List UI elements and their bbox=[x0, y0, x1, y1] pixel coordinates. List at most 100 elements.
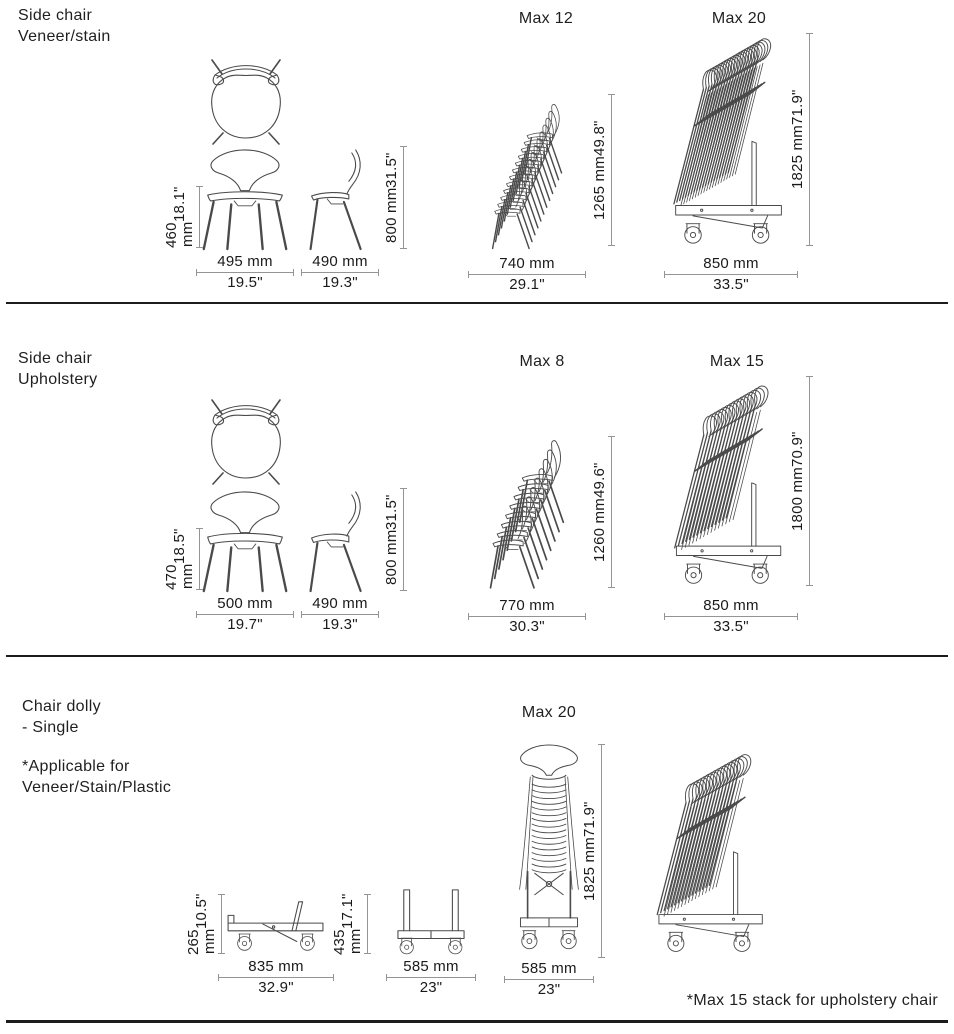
dim-mm: 850 mm bbox=[703, 255, 759, 272]
dim-mm: 1265 mm bbox=[591, 155, 608, 220]
dim-line bbox=[468, 613, 586, 620]
dim-mm: 800 mm bbox=[383, 187, 400, 243]
dim-line bbox=[806, 376, 813, 586]
chair-front-view-drawing bbox=[202, 491, 288, 593]
dim-mm: 490 mm bbox=[312, 253, 368, 270]
dim-dolly-width: 850 mm 33.5" bbox=[664, 255, 798, 293]
dim-line bbox=[468, 271, 586, 278]
dim-in: 32.9" bbox=[258, 979, 294, 996]
dim-line bbox=[608, 94, 615, 246]
dim-stack-front-height: 1825 mm 71.9" bbox=[581, 744, 605, 958]
dim-mm: 435 mm bbox=[331, 928, 364, 955]
dim-in: 19.7" bbox=[227, 616, 263, 633]
section-note-line1: *Applicable for bbox=[22, 758, 130, 775]
dim-in: 49.6" bbox=[591, 462, 608, 498]
bottom-rule bbox=[6, 1020, 948, 1023]
dim-dolly-height: 1825 mm 71.9" bbox=[789, 33, 813, 246]
dim-mm: 585 mm bbox=[403, 958, 459, 975]
dim-in: 23" bbox=[537, 981, 561, 998]
dim-in: 31.5" bbox=[383, 152, 400, 188]
dim-seat-height: 470 mm 18.5" bbox=[163, 528, 203, 590]
dim-mm: 460 mm bbox=[163, 221, 196, 248]
chair-top-view-drawing bbox=[211, 59, 281, 145]
chair-front-view-drawing bbox=[202, 149, 288, 251]
dim-mm: 1825 mm bbox=[789, 125, 806, 190]
section-note: *Applicable for Veneer/Stain/Plastic bbox=[22, 756, 171, 798]
dim-mm: 850 mm bbox=[703, 597, 759, 614]
dim-in: 30.3" bbox=[509, 618, 545, 635]
dolly-side-view-drawing bbox=[227, 901, 324, 951]
dim-mm: 770 mm bbox=[499, 597, 555, 614]
dim-in: 31.5" bbox=[383, 494, 400, 530]
dim-dolly-width: 850 mm 33.5" bbox=[664, 597, 798, 635]
dim-mm: 585 mm bbox=[521, 960, 577, 977]
stack-max-label: Max 12 bbox=[518, 10, 574, 27]
dim-line bbox=[664, 271, 798, 278]
dim-line bbox=[400, 146, 407, 249]
section-title: Side chair Upholstery bbox=[18, 348, 97, 390]
dim-line bbox=[608, 436, 615, 588]
dim-stack-front-width: 585 mm 23" bbox=[504, 960, 594, 998]
dim-in: 19.5" bbox=[227, 274, 263, 291]
dim-mm: 470 mm bbox=[163, 563, 196, 590]
section-title-line2: Upholstery bbox=[18, 371, 98, 388]
dim-stack-height: 1265 mm 49.8" bbox=[591, 94, 615, 246]
chair-top-view-drawing bbox=[211, 399, 281, 485]
dim-in: 71.9" bbox=[789, 89, 806, 126]
dim-in: 29.1" bbox=[509, 276, 545, 293]
dim-dolly-side-height: 265 mm 10.5" bbox=[185, 893, 225, 955]
section-title-line2: - Single bbox=[22, 719, 79, 736]
dim-dolly-front-height: 435 mm 17.1" bbox=[331, 893, 371, 955]
dim-mm: 1825 mm bbox=[581, 836, 598, 901]
dim-mm: 1260 mm bbox=[591, 497, 608, 562]
dim-stack-height: 1260 mm 49.6" bbox=[591, 436, 615, 588]
dim-mm: 800 mm bbox=[383, 529, 400, 585]
dim-line bbox=[386, 974, 476, 981]
dim-in: 70.9" bbox=[789, 431, 806, 467]
dim-dolly-height: 1800 mm 70.9" bbox=[789, 376, 813, 586]
section-title: Chair dolly - Single bbox=[22, 696, 101, 738]
dim-chair-height: 800 mm 31.5" bbox=[383, 488, 407, 591]
chair-stack-drawing bbox=[489, 439, 565, 589]
section-title-line1: Chair dolly bbox=[22, 698, 101, 715]
dim-in: 19.3" bbox=[322, 274, 358, 291]
dim-in: 19.3" bbox=[322, 616, 358, 633]
dim-stack-width: 770 mm 30.3" bbox=[468, 597, 586, 635]
dim-chair-height: 800 mm 31.5" bbox=[383, 146, 407, 249]
dim-line bbox=[218, 974, 334, 981]
dim-in: 18.1" bbox=[171, 186, 188, 222]
dim-front-width: 500 mm 19.7" bbox=[196, 595, 294, 633]
dim-line bbox=[218, 894, 225, 954]
section-divider bbox=[6, 655, 948, 657]
dim-mm: 1800 mm bbox=[789, 466, 806, 531]
stack-front-max-label: Max 20 bbox=[521, 704, 577, 721]
chair-side-view-drawing bbox=[309, 491, 362, 593]
dim-dolly-front-width: 585 mm 23" bbox=[386, 958, 476, 996]
dim-mm: 500 mm bbox=[217, 595, 273, 612]
dim-in: 33.5" bbox=[713, 276, 749, 293]
stack-max-label: Max 8 bbox=[519, 353, 565, 370]
dim-front-width: 495 mm 19.5" bbox=[196, 253, 294, 291]
dim-line bbox=[400, 488, 407, 591]
dim-line bbox=[196, 269, 294, 276]
dolly-max-label: Max 20 bbox=[711, 10, 767, 27]
dim-in: 23" bbox=[419, 979, 443, 996]
dim-line bbox=[196, 528, 203, 590]
dim-line bbox=[301, 611, 379, 618]
chair-side-view-drawing bbox=[309, 149, 362, 251]
footnote: *Max 15 stack for upholstery chair bbox=[686, 992, 938, 1009]
dim-side-depth: 490 mm 19.3" bbox=[301, 253, 379, 291]
dim-line bbox=[806, 33, 813, 246]
dim-in: 17.1" bbox=[339, 893, 356, 929]
section-title-line1: Side chair bbox=[18, 7, 93, 24]
section-divider bbox=[6, 302, 948, 304]
dim-line bbox=[504, 976, 594, 983]
dolly-stack-drawing bbox=[673, 385, 782, 584]
dim-in: 18.5" bbox=[171, 528, 188, 564]
dim-line bbox=[364, 894, 371, 954]
dolly-front-view-drawing bbox=[397, 889, 465, 955]
section-title-line1: Side chair bbox=[18, 350, 93, 367]
dim-in: 49.8" bbox=[591, 120, 608, 156]
loaded-dolly-side-drawing bbox=[656, 753, 763, 952]
